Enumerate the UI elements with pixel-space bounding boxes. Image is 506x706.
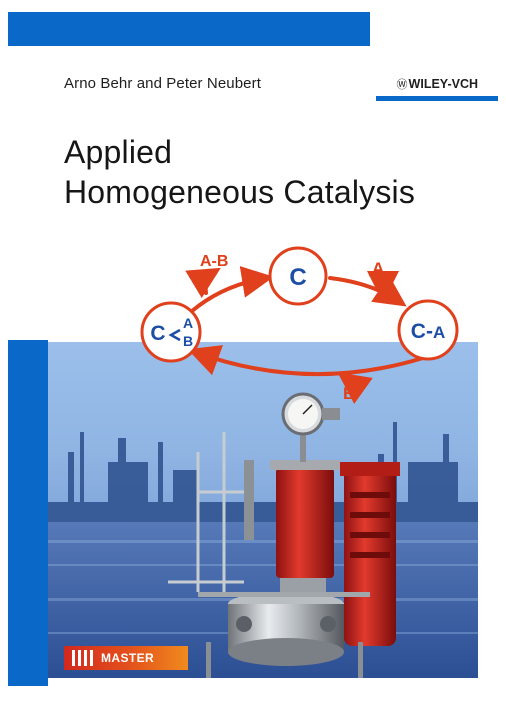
publisher-rule xyxy=(376,96,498,101)
left-blue-bar xyxy=(8,340,48,686)
node-top: C xyxy=(268,246,328,306)
authors: Arno Behr and Peter Neubert xyxy=(64,75,261,92)
series-badge: MASTER xyxy=(64,646,188,670)
label-reactant-a: A xyxy=(372,259,384,278)
node-left-bond xyxy=(168,328,181,342)
publisher-logo: ⓌWILEY-VCH xyxy=(397,76,478,92)
series-badge-label: MASTER xyxy=(101,651,155,665)
catalytic-cycle: C C-A C A B A-B A B xyxy=(140,246,459,404)
title-line-1: Applied xyxy=(64,134,173,170)
red-drive-unit xyxy=(340,462,400,646)
node-right-sep: - xyxy=(426,320,433,343)
arrow-product-release xyxy=(185,267,221,299)
arrow-top-to-right xyxy=(328,275,407,307)
node-left-a: A xyxy=(183,315,193,331)
tubing xyxy=(168,432,244,592)
arrow-right-to-left xyxy=(187,345,425,377)
arrow-reactant-a xyxy=(366,270,399,303)
cover-frame: Arno Behr and Peter Neubert ⓌWILEY-VCH A… xyxy=(8,10,498,698)
steel-reactor xyxy=(198,460,370,678)
label-product: A-B xyxy=(200,253,228,270)
red-column xyxy=(270,460,340,578)
node-top-label: C xyxy=(289,264,306,291)
pressure-gauge xyxy=(281,392,340,462)
node-left: C A B xyxy=(140,301,202,363)
publisher-name: WILEY-VCH xyxy=(408,77,478,91)
label-reactant-b: B xyxy=(343,384,355,403)
wiley-logo-icon: Ⓦ xyxy=(396,79,408,91)
badge-stripes-icon xyxy=(64,646,93,670)
arrow-reactant-b xyxy=(337,372,373,404)
book-title: Applied Homogeneous Catalysis xyxy=(64,132,415,212)
node-left-b: B xyxy=(183,333,193,349)
node-right: C-A xyxy=(397,299,459,361)
node-right-a: A xyxy=(433,323,445,342)
node-right-c: C xyxy=(411,320,426,343)
cycle-arrows xyxy=(185,266,425,404)
node-left-c: C xyxy=(150,322,165,345)
title-line-2: Homogeneous Catalysis xyxy=(64,174,416,210)
top-blue-bar xyxy=(8,12,370,46)
reactor-photo xyxy=(48,342,478,678)
arrow-left-to-top xyxy=(190,266,274,313)
svg-text:C-A: C-A xyxy=(411,320,445,343)
